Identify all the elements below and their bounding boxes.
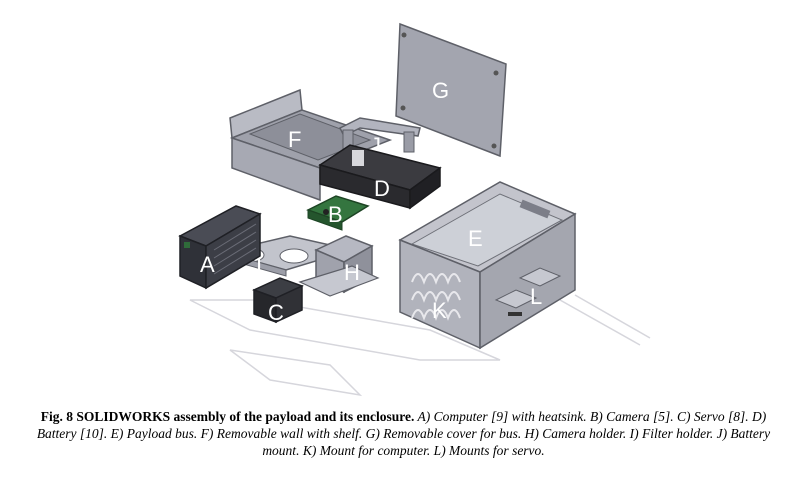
label-J: J <box>370 133 381 158</box>
camera-B: B <box>306 195 370 231</box>
label-A: A <box>200 252 215 277</box>
figure-caption: Fig. 8 SOLIDWORKS assembly of the payloa… <box>20 408 787 459</box>
label-G: G <box>432 78 449 103</box>
servo-C: C <box>252 277 304 325</box>
battery-D: D <box>318 144 442 210</box>
camera-holder-H: H <box>298 235 380 297</box>
label-H: H <box>344 260 360 285</box>
computer-A: A <box>178 205 262 290</box>
label-E: E <box>468 226 483 251</box>
removable-cover-G: G <box>395 22 507 158</box>
payload-bus-E: E <box>398 181 577 350</box>
label-L: L <box>530 284 542 309</box>
payload-assembly-diagram: G F J D B I <box>178 22 651 397</box>
label-I: I <box>256 252 262 277</box>
servo-mounts-L: L <box>494 267 562 316</box>
caption-text: A) Computer [9] with heatsink. B) Camera… <box>36 409 771 458</box>
label-K: K <box>432 298 447 323</box>
computer-mount-K: K <box>411 273 461 323</box>
label-D: D <box>374 176 390 201</box>
label-C: C <box>268 300 284 325</box>
caption-title: Fig. 8 SOLIDWORKS assembly of the payloa… <box>40 409 415 424</box>
battery-mount-J: J <box>338 117 421 158</box>
label-B: B <box>328 202 343 227</box>
label-F: F <box>288 127 301 152</box>
